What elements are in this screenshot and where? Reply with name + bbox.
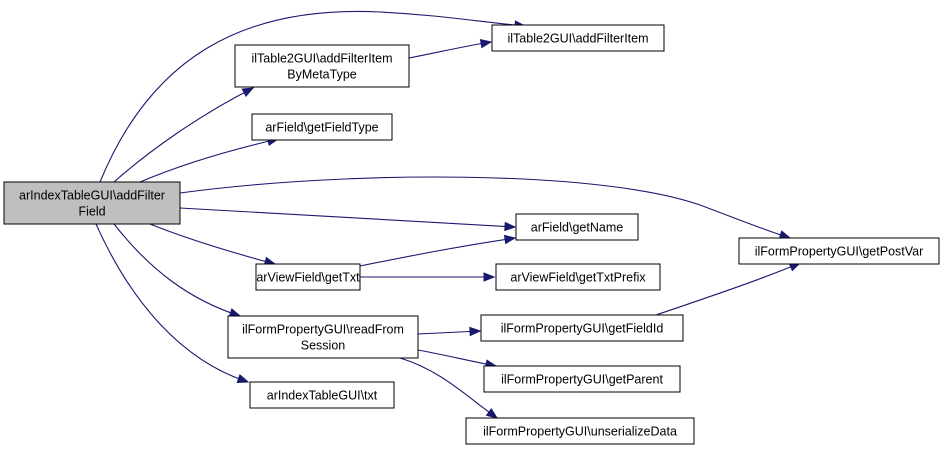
node-getTxt[interactable]: arViewField\getTxt	[255, 263, 361, 291]
edge-arrowhead	[228, 308, 242, 318]
node-getTxtPrefix[interactable]: arViewField\getTxtPrefix	[495, 263, 661, 291]
edge-root-to-addFilterItemByMetaType	[113, 87, 255, 183]
edge-line	[399, 357, 498, 419]
edge-root-to-getPostVar	[179, 176, 792, 240]
edges-layer	[95, 10, 802, 419]
edge-arrowhead	[241, 87, 255, 98]
node-label-line: arField\getFieldType	[265, 120, 378, 134]
edge-line	[179, 176, 791, 239]
edge-root-to-getName	[179, 207, 517, 232]
node-label-line: arViewField\getTxt	[256, 270, 360, 284]
node-label-line: ByMetaType	[287, 67, 357, 81]
edge-line	[99, 10, 526, 183]
node-box	[255, 263, 361, 291]
node-box	[3, 181, 181, 225]
edge-line	[113, 223, 241, 317]
edge-line	[149, 223, 276, 265]
node-label-line: ilFormPropertyGUI\getFieldId	[501, 321, 664, 335]
edge-getFieldId-to-getPostVar	[655, 262, 802, 316]
edge-line	[179, 207, 516, 228]
node-label-line: ilTable2GUI\addFilterItem	[251, 51, 392, 65]
node-box	[483, 365, 681, 393]
edge-readFromSession-to-unserializeData	[399, 357, 499, 419]
edge-line	[95, 223, 249, 383]
node-box	[234, 44, 410, 88]
edge-arrowhead	[236, 374, 250, 383]
node-label-line: Session	[301, 338, 346, 352]
edge-root-to-txt	[95, 223, 250, 383]
edge-readFromSession-to-getParent	[417, 349, 498, 369]
edge-getTxt-to-getName	[359, 234, 517, 267]
node-getPostVar[interactable]: ilFormPropertyGUI\getPostVar	[738, 237, 940, 265]
edge-line	[359, 237, 516, 267]
node-label-line: arIndexTableGUI\addFilter	[19, 188, 165, 202]
node-box	[227, 315, 419, 359]
node-addFilterItem[interactable]: ilTable2GUI\addFilterItem	[491, 24, 665, 52]
edge-line	[417, 349, 497, 367]
node-box	[491, 24, 665, 52]
edge-readFromSession-to-getFieldId	[417, 326, 482, 337]
node-label-line: arViewField\getTxtPrefix	[510, 270, 646, 284]
node-getName[interactable]: arField\getName	[515, 213, 639, 241]
node-box	[465, 417, 695, 445]
edge-root-to-addFilterItem	[99, 10, 527, 183]
edge-arrowhead	[504, 221, 517, 232]
node-getFieldType[interactable]: arField\getFieldType	[251, 113, 393, 141]
node-txt[interactable]: arIndexTableGUI\txt	[249, 381, 395, 409]
node-label-line: arIndexTableGUI\txt	[267, 388, 378, 402]
node-box	[738, 237, 940, 265]
edge-root-to-getTxt	[149, 223, 277, 266]
edge-arrowhead	[483, 272, 496, 282]
edge-addFilterItemByMetaType-to-addFilterItem	[408, 39, 493, 59]
node-label-line: ilFormPropertyGUI\readFrom	[242, 322, 404, 336]
edge-root-to-readFromSession	[113, 223, 242, 318]
edge-getTxt-to-getTxtPrefix	[360, 272, 496, 282]
node-box	[480, 314, 684, 342]
node-getParent[interactable]: ilFormPropertyGUI\getParent	[483, 365, 681, 393]
node-label-line: ilFormPropertyGUI\getPostVar	[755, 244, 924, 258]
edge-arrowhead	[469, 326, 482, 337]
edge-line	[408, 41, 492, 59]
node-label-line: ilFormPropertyGUI\unserializeData	[483, 424, 677, 438]
edge-line	[139, 138, 279, 183]
edge-arrowhead	[479, 39, 493, 49]
edge-arrowhead	[503, 234, 517, 245]
node-label-line: arField\getName	[531, 220, 623, 234]
node-label-line: Field	[78, 204, 105, 218]
node-label-line: ilFormPropertyGUI\getParent	[501, 372, 663, 386]
node-box	[249, 381, 395, 409]
node-label-line: ilTable2GUI\addFilterItem	[507, 31, 648, 45]
node-box	[251, 113, 393, 141]
edge-line	[113, 87, 254, 183]
node-box	[495, 263, 661, 291]
edge-line	[655, 262, 801, 316]
node-getFieldId[interactable]: ilFormPropertyGUI\getFieldId	[480, 314, 684, 342]
edge-arrowhead	[485, 407, 499, 419]
node-box	[515, 213, 639, 241]
node-unserializeData[interactable]: ilFormPropertyGUI\unserializeData	[465, 417, 695, 445]
